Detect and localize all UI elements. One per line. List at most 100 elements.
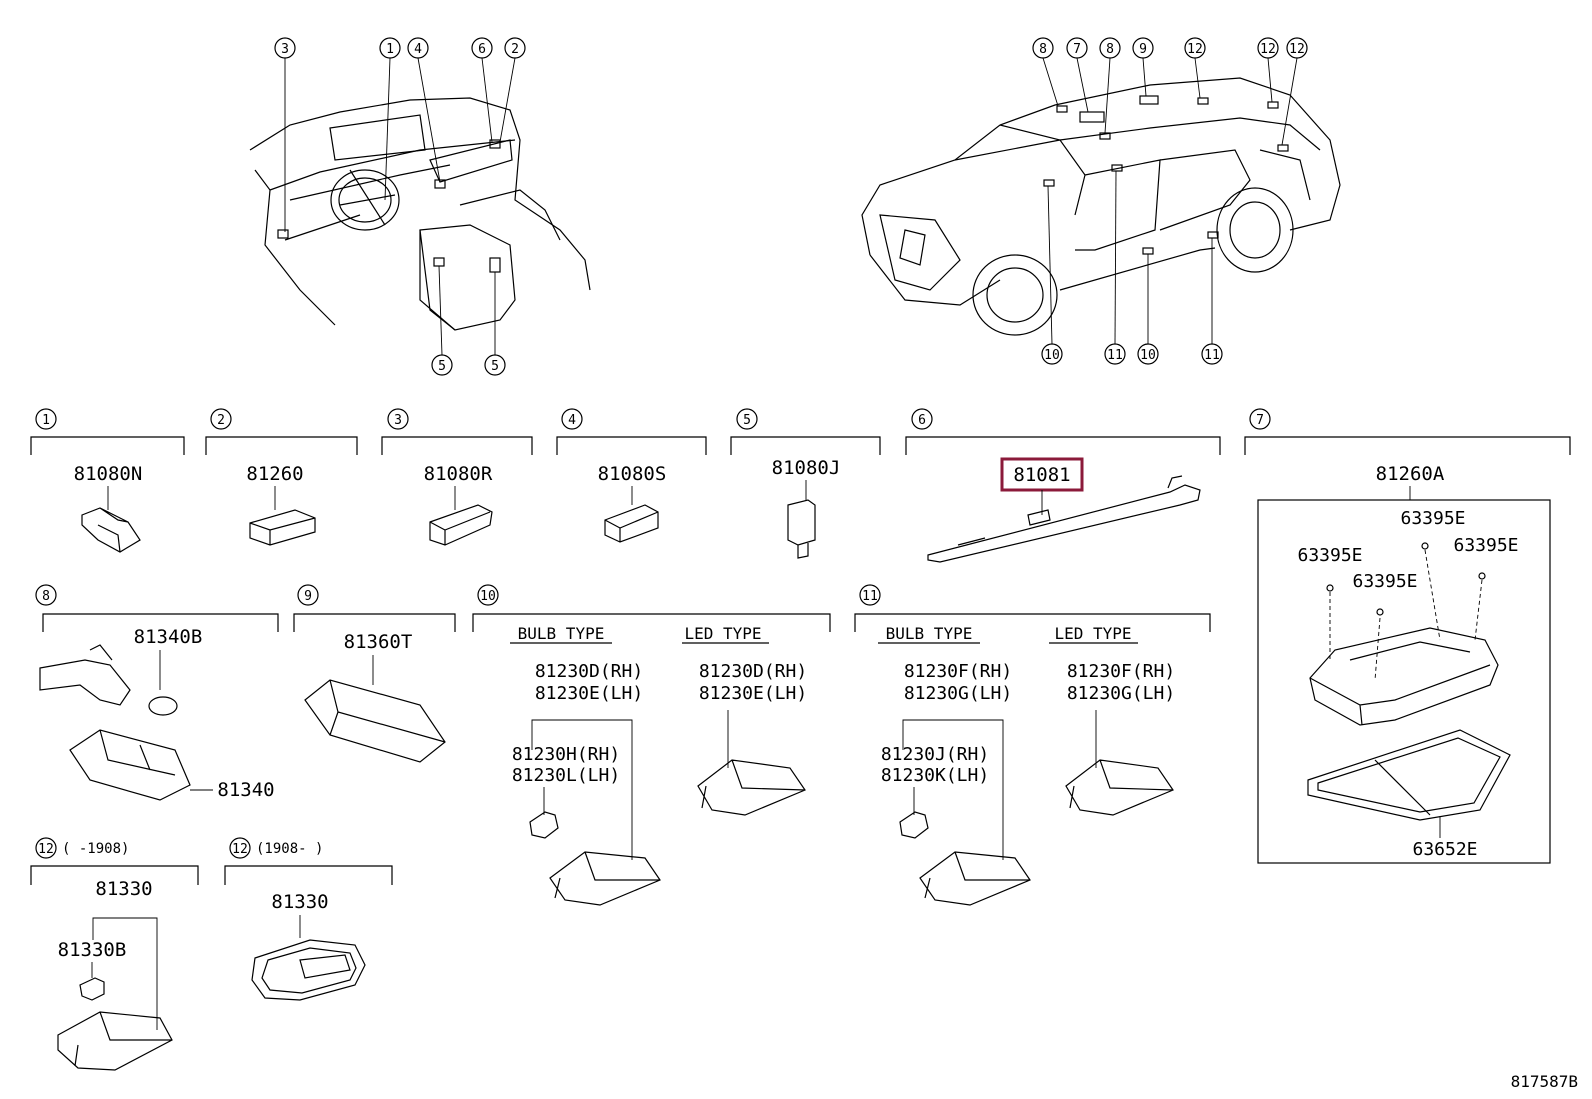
- svg-text:12: 12: [1260, 42, 1276, 57]
- bulb: [529, 811, 559, 839]
- part-lens-63652E: [1307, 729, 1511, 821]
- part-number[interactable]: 81230G(LH): [904, 683, 1012, 704]
- part-socket-81080J: [787, 499, 816, 559]
- type-label: LED TYPE: [684, 624, 761, 643]
- svg-text:11: 11: [1204, 348, 1220, 363]
- exterior-car-illustration: [861, 77, 1341, 336]
- part-number[interactable]: 63395E: [1297, 545, 1362, 566]
- svg-text:2: 2: [217, 413, 225, 428]
- callout: 5: [484, 354, 506, 376]
- part-housing-81340: [69, 729, 191, 801]
- svg-text:1: 1: [42, 413, 50, 428]
- part-lamp: [1065, 759, 1174, 816]
- svg-text:7: 7: [1256, 413, 1264, 428]
- part-number[interactable]: 63395E: [1400, 508, 1465, 529]
- interior-callouts: 3 1 4 6 2 5 5: [274, 37, 526, 376]
- callout: 12: [1184, 37, 1206, 59]
- part-switch-81080N: [81, 507, 141, 553]
- part-number[interactable]: 81230F(RH): [1067, 661, 1175, 682]
- svg-text:12: 12: [38, 842, 54, 857]
- part-number[interactable]: 81080R: [424, 463, 493, 485]
- part-number[interactable]: 81080N: [74, 463, 143, 485]
- part-number[interactable]: 81230L(LH): [512, 765, 620, 786]
- callout: 10: [1041, 343, 1063, 365]
- callout: 3: [274, 37, 296, 59]
- group-4: 4 81080S: [556, 408, 707, 543]
- part-lamp-81260: [249, 509, 316, 546]
- svg-text:10: 10: [1140, 348, 1156, 363]
- group-5: 5 81080J: [730, 408, 881, 559]
- type-label: BULB TYPE: [886, 624, 973, 643]
- part-number[interactable]: 81230J(RH): [881, 744, 989, 765]
- svg-text:8: 8: [42, 589, 50, 604]
- part-number[interactable]: 81260A: [1376, 463, 1445, 485]
- part-socket: [39, 644, 131, 706]
- part-number[interactable]: 63395E: [1453, 535, 1518, 556]
- svg-text:11: 11: [862, 589, 878, 604]
- svg-text:7: 7: [1073, 42, 1081, 57]
- date-range: (1908- ): [256, 841, 323, 857]
- group-12-early: 12 ( -1908) 81330 81330B: [30, 837, 199, 1071]
- svg-text:2: 2: [511, 42, 519, 57]
- part-number[interactable]: 81230D(RH): [535, 661, 643, 682]
- part-number[interactable]: 81340B: [134, 626, 203, 648]
- callout: 5: [431, 354, 453, 376]
- svg-text:5: 5: [743, 413, 751, 428]
- part-number[interactable]: 81230K(LH): [881, 765, 989, 786]
- callout: 12: [1286, 37, 1308, 59]
- svg-text:8: 8: [1039, 42, 1047, 57]
- part-number[interactable]: 63652E: [1412, 839, 1477, 860]
- part-lamp-81080R: [429, 504, 493, 546]
- group-6: 6 81081: [905, 408, 1221, 563]
- svg-text:6: 6: [918, 413, 926, 428]
- svg-text:6: 6: [478, 42, 486, 57]
- interior-overview-illustration: [249, 97, 591, 331]
- group-7: 7 81260A 63395E 63395E 63395E 63395E 636…: [1244, 408, 1571, 864]
- svg-text:4: 4: [568, 413, 576, 428]
- part-number[interactable]: 81260: [246, 463, 303, 485]
- part-number[interactable]: 81330: [95, 878, 152, 900]
- group-10: 10 BULB TYPE LED TYPE 81230D(RH) 81230E(…: [472, 584, 831, 906]
- part-harness-81081: [927, 475, 1201, 563]
- svg-text:10: 10: [480, 589, 496, 604]
- svg-text:12: 12: [232, 842, 248, 857]
- part-number[interactable]: 81330: [271, 891, 328, 913]
- svg-text:1: 1: [386, 42, 394, 57]
- group-9: 9 81360T: [293, 584, 456, 763]
- svg-text:11: 11: [1107, 348, 1123, 363]
- callout: 6: [471, 37, 493, 59]
- part-number[interactable]: 81080J: [772, 457, 841, 479]
- part-number[interactable]: 81230D(RH): [699, 661, 807, 682]
- diagram-code: 817587B: [1511, 1072, 1578, 1091]
- part-console-81260A: [1309, 627, 1499, 726]
- date-range: ( -1908): [62, 841, 129, 857]
- exterior-callout-lines: [1042, 57, 1298, 345]
- part-number[interactable]: 81230E(LH): [535, 683, 643, 704]
- type-label: BULB TYPE: [518, 624, 605, 643]
- group-3: 3 81080R: [381, 408, 533, 546]
- svg-text:3: 3: [281, 42, 289, 57]
- bulb: [899, 811, 929, 839]
- group-8: 8 81340B 81340: [35, 584, 279, 801]
- part-lamp-81080S: [604, 504, 659, 543]
- part-number[interactable]: 81230F(RH): [904, 661, 1012, 682]
- part-number[interactable]: 81081: [1013, 464, 1070, 486]
- part-number[interactable]: 63395E: [1352, 571, 1417, 592]
- part-number[interactable]: 81230G(LH): [1067, 683, 1175, 704]
- callout: 1: [379, 37, 401, 59]
- part-number[interactable]: 81360T: [344, 631, 413, 653]
- part-lamp-81330-late: [251, 939, 366, 1001]
- part-number[interactable]: 81230E(LH): [699, 683, 807, 704]
- callout: 10: [1137, 343, 1159, 365]
- callout: 12: [1257, 37, 1279, 59]
- callout: 11: [1201, 343, 1223, 365]
- part-number[interactable]: 81330B: [58, 939, 127, 961]
- svg-text:5: 5: [438, 359, 446, 374]
- part-number[interactable]: 81230H(RH): [512, 744, 620, 765]
- group-2: 2 81260: [205, 408, 358, 546]
- part-lamp-81360T: [304, 679, 446, 763]
- part-number[interactable]: 81340: [217, 779, 274, 801]
- part-lamp: [549, 851, 661, 906]
- part-number[interactable]: 81080S: [598, 463, 667, 485]
